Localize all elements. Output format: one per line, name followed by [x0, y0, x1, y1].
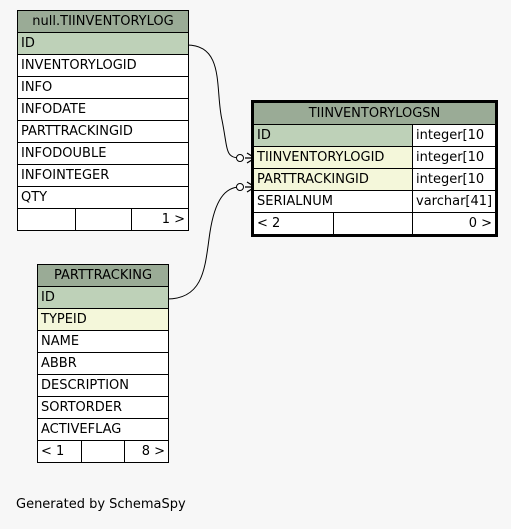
column-serialnum[interactable]: SERIALNUM [253, 190, 413, 213]
column-info[interactable]: INFO [17, 76, 189, 99]
footer-spacer [75, 208, 132, 231]
column-description[interactable]: DESCRIPTION [37, 374, 169, 397]
column-id[interactable]: ID [253, 124, 413, 147]
footer-spacer [81, 440, 125, 463]
column-type: integer[10 [411, 168, 497, 191]
table-tiinventorylog[interactable]: null.TIINVENTORYLOG ID INVENTORYLOGID IN… [17, 10, 189, 231]
column-name[interactable]: NAME [37, 330, 169, 353]
footer-children: 0 > [411, 212, 497, 235]
table-title[interactable]: null.TIINVENTORYLOG [17, 10, 189, 33]
footer-parents-link[interactable]: < 2 [253, 212, 334, 235]
generated-by-text: Generated by SchemaSpy [16, 497, 186, 512]
table-title[interactable]: TIINVENTORYLOGSN [252, 102, 497, 125]
relationship-line-parttracking [166, 186, 241, 300]
footer-children-link[interactable]: 1 > [131, 208, 189, 231]
column-tiinventorylogid[interactable]: TIINVENTORYLOGID [253, 146, 413, 169]
column-id[interactable]: ID [17, 32, 189, 55]
column-type: integer[10 [411, 124, 497, 147]
relationship-optional-marker [236, 154, 244, 162]
column-type: integer[10 [411, 146, 497, 169]
footer-parents-link[interactable]: < 1 [37, 440, 82, 463]
column-id[interactable]: ID [37, 286, 169, 309]
column-qty[interactable]: QTY [17, 186, 189, 209]
column-typeid[interactable]: TYPEID [37, 308, 169, 331]
table-tiinventorylogsn[interactable]: TIINVENTORYLOGSN ID integer[10 TIINVENTO… [250, 100, 499, 237]
column-type: varchar[41] [411, 190, 497, 213]
table-title[interactable]: PARTTRACKING [37, 264, 169, 287]
column-parttrackingid[interactable]: PARTTRACKINGID [253, 168, 413, 191]
relationship-optional-marker [236, 183, 244, 191]
column-sortorder[interactable]: SORTORDER [37, 396, 169, 419]
column-parttrackingid[interactable]: PARTTRACKINGID [17, 120, 189, 143]
footer-children-link[interactable]: 8 > [124, 440, 169, 463]
column-inventorylogid[interactable]: INVENTORYLOGID [17, 54, 189, 77]
column-infodate[interactable]: INFODATE [17, 98, 189, 121]
column-infodouble[interactable]: INFODOUBLE [17, 142, 189, 165]
table-parttracking[interactable]: PARTTRACKING ID TYPEID NAME ABBR DESCRIP… [37, 264, 169, 463]
footer-parents [17, 208, 76, 231]
column-infointeger[interactable]: INFOINTEGER [17, 164, 189, 187]
relationship-line-inventorylog [186, 44, 241, 159]
column-abbr[interactable]: ABBR [37, 352, 169, 375]
column-activeflag[interactable]: ACTIVEFLAG [37, 418, 169, 441]
footer-spacer [333, 212, 413, 235]
